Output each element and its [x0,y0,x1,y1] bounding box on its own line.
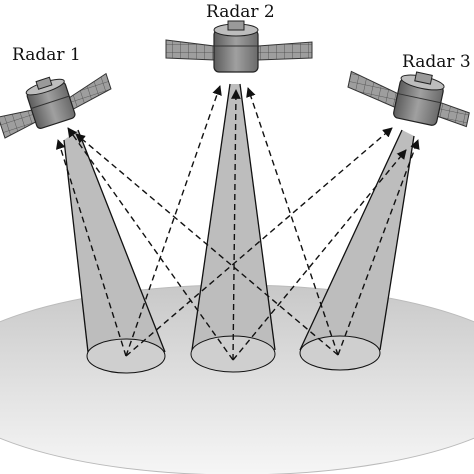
solar-panel-icon [257,41,313,61]
arrow-fp1-to-radar3 [125,127,393,357]
arrow-fp2-to-radar1 [67,127,234,361]
solar-panel-icon [437,102,470,128]
arrow-fp1-to-radar2 [125,85,222,357]
arrow-fp3-to-radar2 [246,87,339,356]
arrow-fp2-to-radar2 [231,89,241,361]
radar1-label: Radar 1 [12,45,81,65]
arrow-fp2-to-radar3 [232,149,407,361]
radar2-satellite [165,20,313,73]
signal-arrows [55,85,420,361]
arrow-fp3-to-radar3 [337,139,420,356]
radar3-footprint [299,335,381,371]
radar2-label: Radar 2 [206,2,275,22]
solar-panel-icon [165,39,215,61]
radar3-beam [299,129,415,371]
arrow-fp1-to-radar1 [55,139,127,357]
arrow-fp3-to-radar1 [75,133,339,356]
solar-panel-icon [347,70,399,108]
radar3-satellite [347,70,470,128]
radar1-satellite [0,72,112,139]
radar3-label: Radar 3 [402,52,471,72]
